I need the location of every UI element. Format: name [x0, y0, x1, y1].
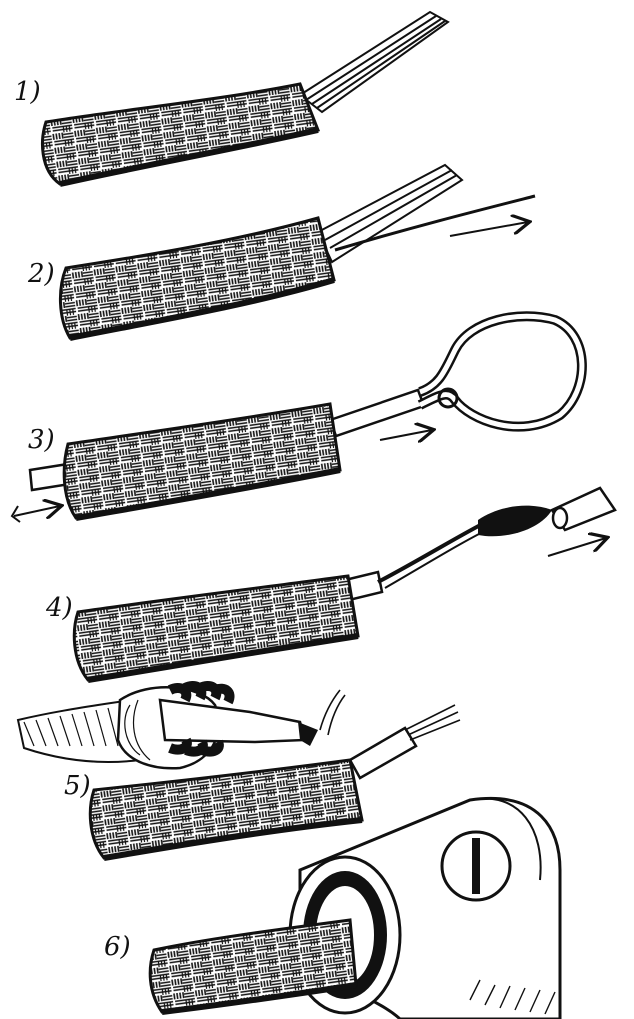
- step-3-braided-sleeve: [64, 404, 340, 518]
- step-4-braided-sleeve: [74, 576, 358, 680]
- step-1-braided-sleeve: [43, 84, 318, 184]
- step-1: 1): [14, 12, 448, 184]
- step-4-shrink-tube: [478, 488, 615, 536]
- step-2-label: 2): [27, 259, 55, 289]
- step-3-push-arrow-icon: [12, 506, 60, 522]
- step-4-wire: [345, 520, 495, 600]
- step-1-label: 1): [14, 77, 41, 107]
- step-2: 2): [27, 165, 535, 338]
- step-6-label: 6): [104, 932, 131, 962]
- step-6-screw-icon: [442, 832, 510, 900]
- step-2-braided-sleeve: [60, 218, 334, 338]
- step-2-wire-strands: [318, 165, 535, 262]
- step-3: 3): [12, 316, 582, 522]
- step-5-soldering-iron-icon: [160, 686, 318, 752]
- step-4-label: 4): [45, 593, 73, 623]
- step-4: 4): [45, 488, 615, 680]
- step-3-wire-loop-icon: [420, 316, 582, 426]
- step-3-pull-arrow-icon: [380, 430, 432, 440]
- step-2-arrow-icon: [450, 222, 528, 236]
- step-1-wire-strands: [300, 12, 448, 112]
- step-5-label: 5): [64, 771, 91, 801]
- step-3-label: 3): [28, 425, 55, 455]
- step-4-arrow-icon: [548, 538, 606, 556]
- step-5-braided-sleeve: [90, 760, 362, 858]
